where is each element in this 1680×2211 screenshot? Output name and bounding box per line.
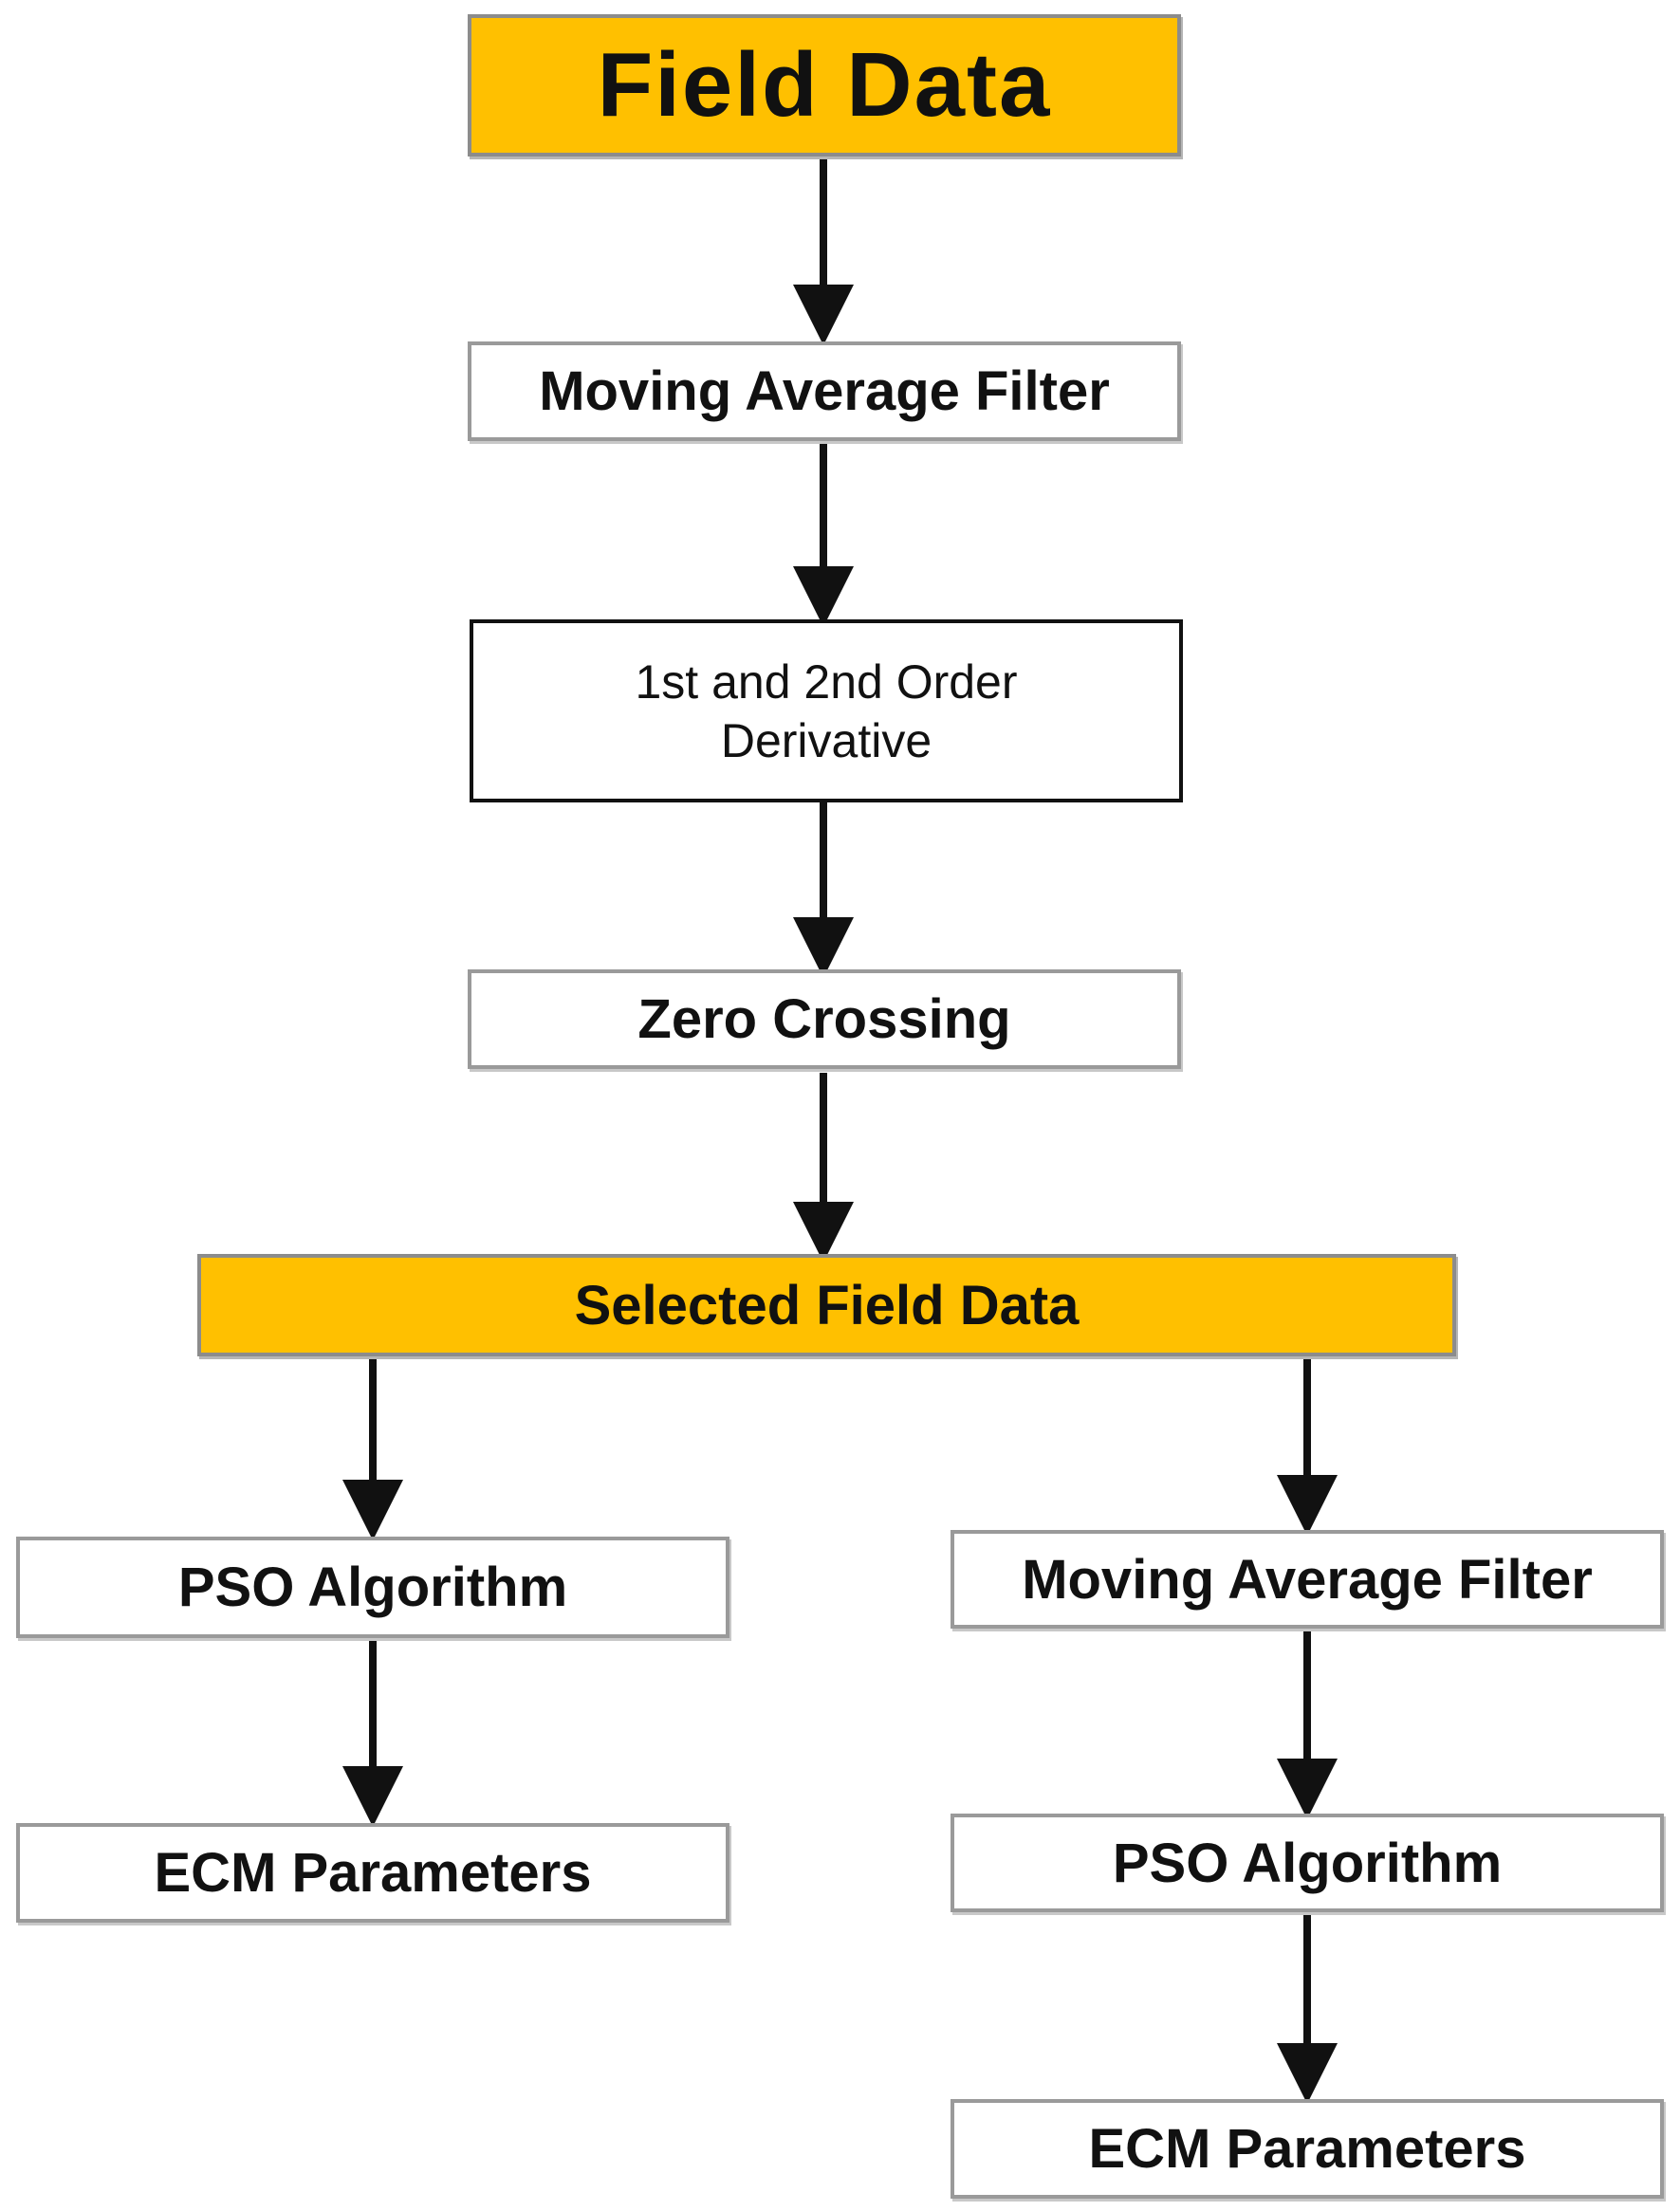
zero-crossing-node: Zero Crossing: [468, 969, 1181, 1069]
moving-average-filter-node: Moving Average Filter: [468, 341, 1181, 441]
selected-field-data-node: Selected Field Data: [197, 1254, 1456, 1356]
pso-algorithm-left-node: PSO Algorithm: [16, 1537, 729, 1638]
zero-crossing-label: Zero Crossing: [637, 988, 1011, 1050]
derivative-node: 1st and 2nd Order Derivative: [470, 619, 1183, 802]
selected-field-data-label: Selected Field Data: [574, 1274, 1080, 1336]
moving-average-filter-right-node: Moving Average Filter: [951, 1530, 1664, 1629]
ecm-parameters-right-node: ECM Parameters: [951, 2099, 1664, 2199]
ecm-parameters-right-label: ECM Parameters: [1088, 2118, 1526, 2180]
pso-algorithm-left-label: PSO Algorithm: [177, 1557, 568, 1618]
pso-algorithm-right-node: PSO Algorithm: [951, 1814, 1664, 1912]
field-data-label: Field Data: [597, 34, 1052, 136]
field-data-node: Field Data: [468, 14, 1181, 157]
ecm-parameters-left-node: ECM Parameters: [16, 1823, 729, 1923]
moving-average-filter-right-label: Moving Average Filter: [1022, 1548, 1593, 1611]
pso-algorithm-right-label: PSO Algorithm: [1112, 1832, 1503, 1894]
derivative-label: 1st and 2nd Order Derivative: [635, 654, 1018, 767]
moving-average-filter-label: Moving Average Filter: [539, 360, 1110, 422]
ecm-parameters-left-label: ECM Parameters: [154, 1842, 592, 1904]
